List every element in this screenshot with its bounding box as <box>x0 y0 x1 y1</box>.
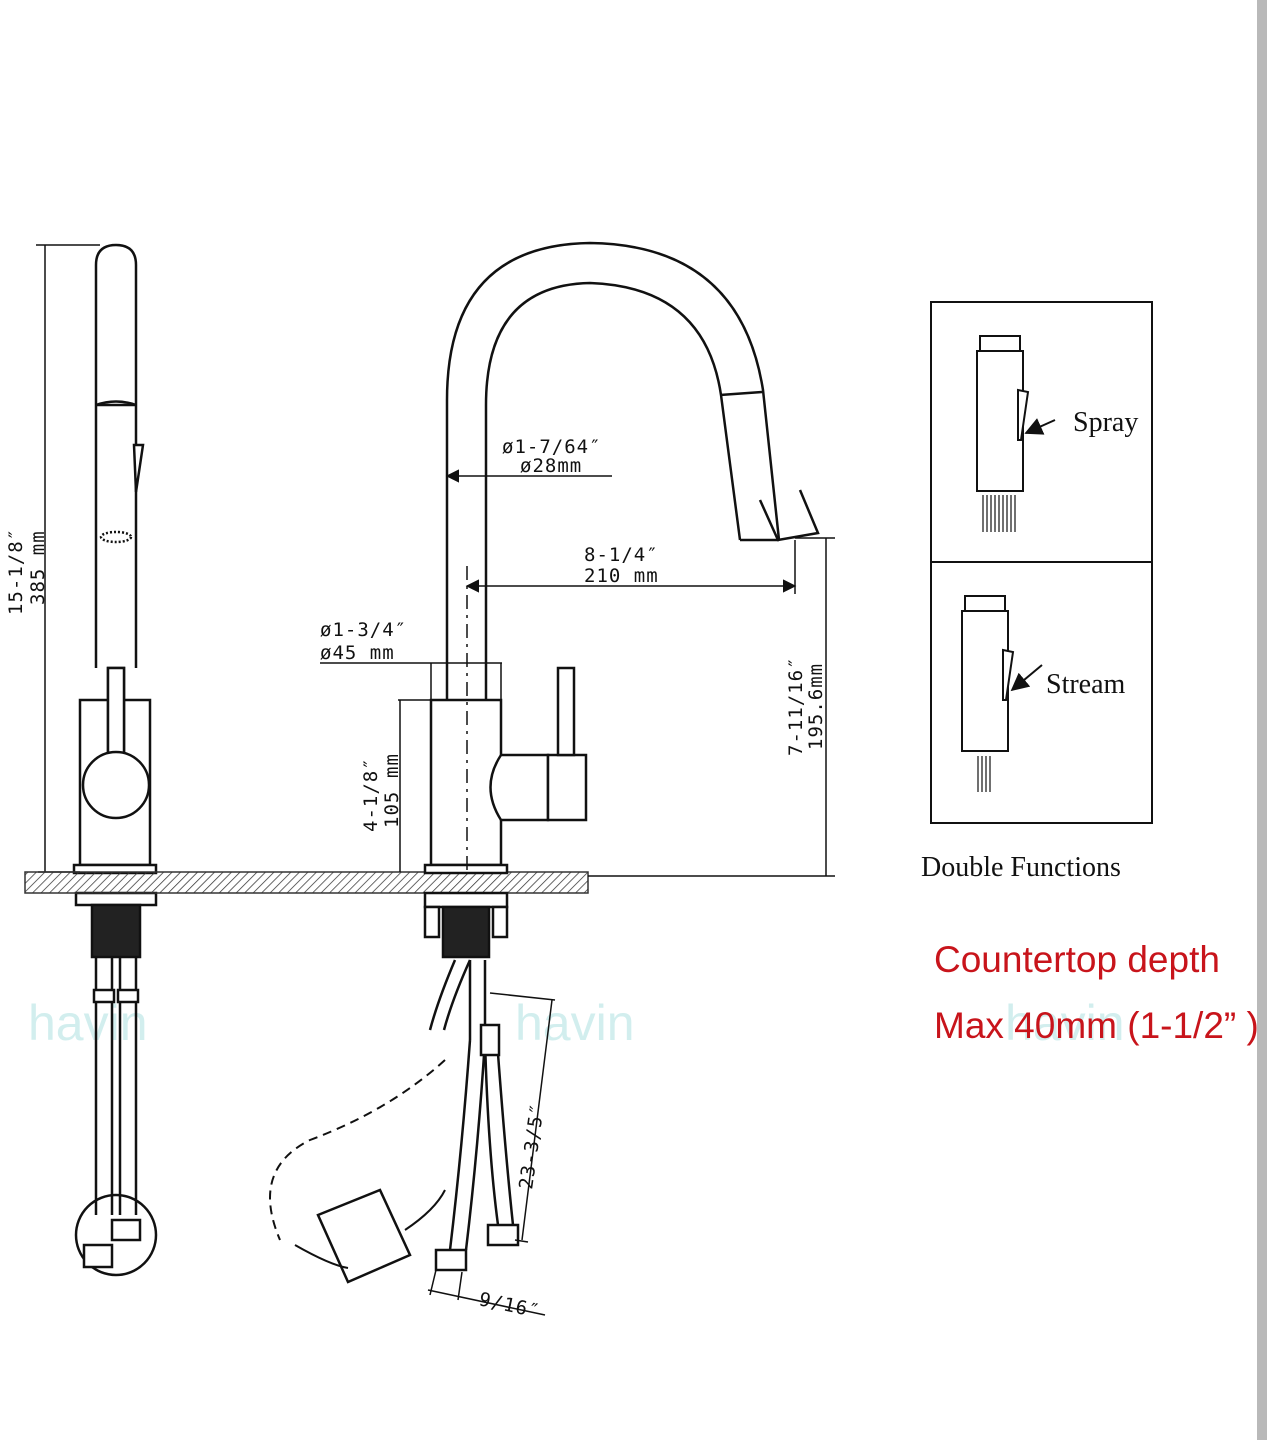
hose-connector-in-label: 9/16″ <box>477 1288 542 1322</box>
hose-length-in-label: 23-3/5″ <box>515 1101 549 1190</box>
double-functions-caption: Double Functions <box>921 852 1121 883</box>
base-height-in-label: 4-1/8″ <box>360 757 382 832</box>
spout-diameter-mm-label: ø28mm <box>520 455 582 477</box>
countertop-depth-title: Countertop depth <box>934 939 1220 980</box>
base-diameter-mm-label: ø45 mm <box>320 642 395 664</box>
watermark-right: havin <box>1005 995 1125 1051</box>
stream-label: Stream <box>1046 669 1126 700</box>
countertop-depth-max: Max 40mm (1-1/2” ) <box>934 1005 1259 1046</box>
reach-in-label: 8-1/4″ <box>584 544 659 566</box>
total-height-mm-label: 385 mm <box>27 530 49 605</box>
page-scrollbar[interactable] <box>1257 0 1267 1440</box>
countertop-slab <box>24 871 589 894</box>
total-height-in-label: 15-1/8″ <box>5 528 27 615</box>
spout-diameter-in-label: ø1-7/64″ <box>502 436 602 458</box>
base-height-mm-label: 105 <box>381 791 403 828</box>
base-diameter-in-label: ø1-3/4″ <box>320 619 407 641</box>
reach-mm-label: 210 mm <box>584 565 659 587</box>
spray-label: Spray <box>1073 407 1138 438</box>
functions-panel <box>930 301 1153 824</box>
faucet-side-view <box>72 243 158 1277</box>
watermark-left: havin <box>28 995 148 1051</box>
spout-height-mm-label: 195.6mm <box>805 663 827 750</box>
spout-height-in-label: 7-11/16″ <box>785 656 807 756</box>
center-view-dimension-lines <box>320 469 835 1316</box>
watermark-center: havin <box>515 995 635 1051</box>
faucet-front-view <box>269 241 820 1284</box>
base-height-unit-label: mm <box>381 753 403 778</box>
